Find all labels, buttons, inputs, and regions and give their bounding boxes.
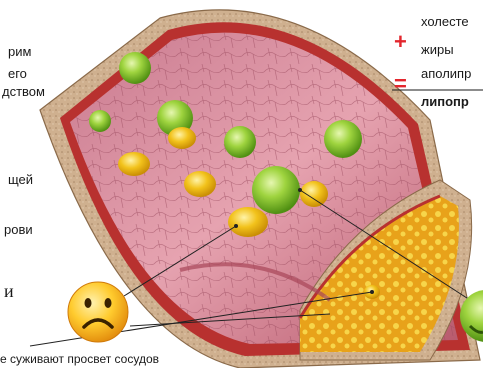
green-particle — [119, 52, 151, 84]
formula-term-2: жиры — [421, 42, 454, 57]
left-text-line-5: рови — [4, 222, 33, 237]
yellow-particle — [168, 127, 196, 149]
formula-equals-sign: = — [394, 76, 407, 91]
left-text-line-2: его — [8, 66, 27, 81]
green-particle — [89, 110, 111, 132]
yellow-particle — [184, 171, 216, 197]
green-particle — [224, 126, 256, 158]
formula-result: липопр — [421, 94, 469, 109]
yellow-particle — [118, 152, 150, 176]
left-text-line-1: рим — [8, 44, 31, 59]
green-particle — [324, 120, 362, 158]
bottom-caption: е суживают просвет сосудов — [0, 352, 159, 367]
yellow-particle — [228, 207, 268, 237]
yellow-particle — [300, 181, 328, 207]
formula-plus-sign: + — [394, 34, 407, 49]
formula-term-3: аполипр — [421, 66, 471, 81]
green-particle — [252, 166, 300, 214]
left-text-line-3: дством — [2, 84, 45, 99]
sad-face-icon — [68, 282, 128, 342]
formula-term-1: холесте — [421, 14, 469, 29]
left-text-line-4: щей — [8, 172, 33, 187]
left-text-line-6: и — [4, 284, 14, 299]
